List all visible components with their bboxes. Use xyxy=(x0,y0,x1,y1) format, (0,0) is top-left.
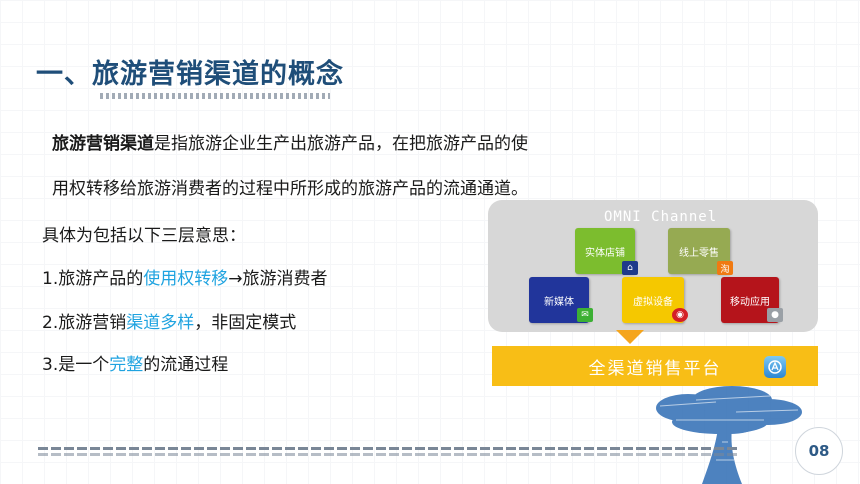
point-2: 2.旅游营销渠道多样，非固定模式 xyxy=(42,308,296,333)
point-1-post: →旅游消费者 xyxy=(228,269,328,289)
bottom-divider-line-1 xyxy=(38,447,738,450)
omni-sales-platform: 全渠道销售平台 xyxy=(492,346,818,386)
tree-illustration xyxy=(656,386,802,484)
point-3-highlight: 完整 xyxy=(109,355,144,375)
definition-line-2: 用权转移给旅游消费者的过程中所形成的旅游产品的流通通道。 xyxy=(52,179,528,199)
taobao-icon: 淘 xyxy=(717,261,733,275)
app-store-glyph xyxy=(768,360,782,374)
tile-virtual-device-label: 虚拟设备 xyxy=(633,296,673,308)
down-arrow-icon xyxy=(616,330,644,344)
point-3-pre: 3.是一个 xyxy=(42,355,110,375)
point-2-highlight: 渠道多样 xyxy=(126,313,195,333)
point-3-post: 的流通过程 xyxy=(143,355,229,375)
tile-physical-store-label: 实体店铺 xyxy=(585,247,625,259)
point-2-post: ，非固定模式 xyxy=(194,313,297,333)
weibo-icon: ◉ xyxy=(672,308,688,322)
store-icon: ⌂ xyxy=(622,261,638,275)
point-1-highlight: 使用权转移 xyxy=(143,269,229,289)
point-1-pre: 1.旅游产品的 xyxy=(42,269,144,289)
page-number: 08 xyxy=(795,427,843,475)
point-3: 3.是一个完整的流通过程 xyxy=(42,350,228,375)
tile-new-media-label: 新媒体 xyxy=(544,296,574,308)
slide-title: 一、旅游营销渠道的概念 xyxy=(36,59,344,90)
definition-text: 是指旅游企业生产出旅游产品，在把旅游产品的使 xyxy=(154,134,528,154)
title-underline xyxy=(100,93,330,99)
bottom-divider-line-2 xyxy=(38,453,738,456)
platform-label: 全渠道销售平台 xyxy=(588,358,722,379)
apple-icon: ● xyxy=(767,308,783,322)
point-2-pre: 2.旅游营销 xyxy=(42,313,127,333)
tile-mobile-app-label: 移动应用 xyxy=(730,296,770,308)
omni-channel-title: OMNI Channel xyxy=(604,209,718,225)
intro-text: 具体为包括以下三层意思： xyxy=(42,226,246,246)
definition-line-1: 旅游营销渠道是指旅游企业生产出旅游产品，在把旅游产品的使 xyxy=(52,129,528,154)
app-store-icon xyxy=(764,356,786,378)
tile-online-retail-label: 线上零售 xyxy=(679,247,719,259)
wechat-icon: ✉ xyxy=(577,308,593,322)
definition-term: 旅游营销渠道 xyxy=(52,134,154,154)
tile-mobile-app: 移动应用 xyxy=(721,277,779,323)
point-1: 1.旅游产品的使用权转移→旅游消费者 xyxy=(42,264,327,289)
